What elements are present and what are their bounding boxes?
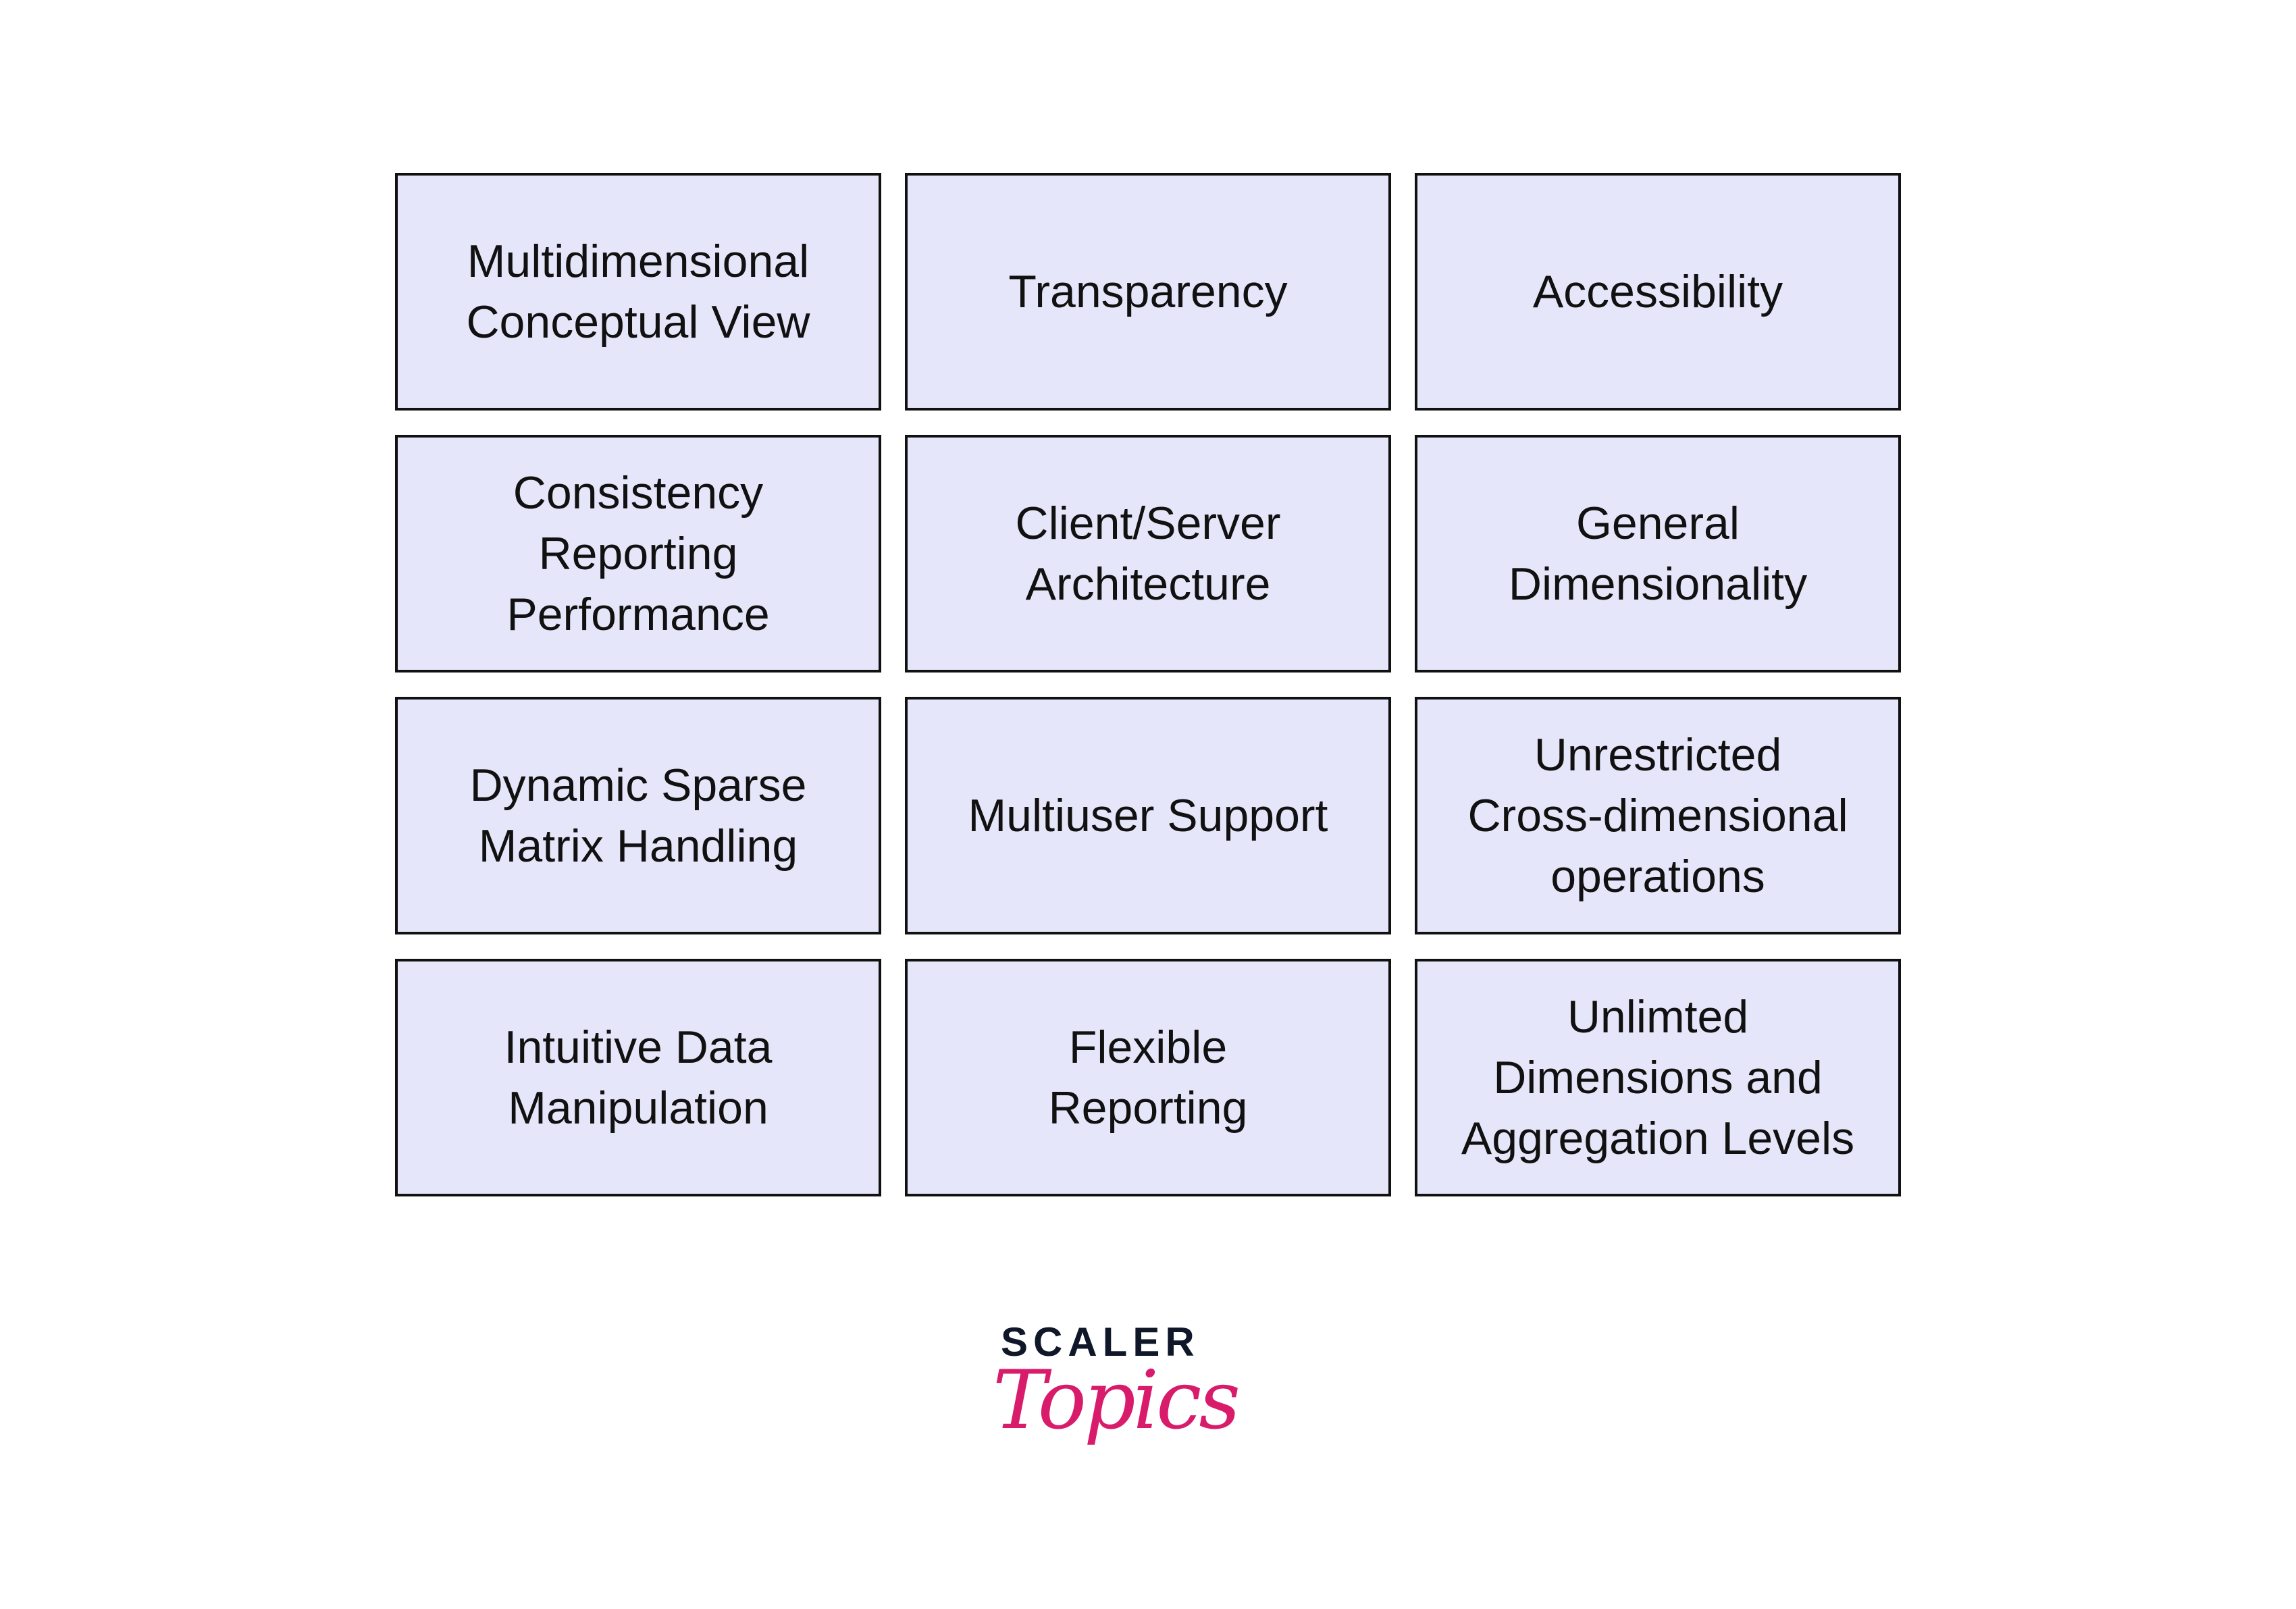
rule-box: Multiuser Support — [905, 697, 1391, 934]
rule-box: Client/Server Architecture — [905, 435, 1391, 672]
rule-box: Intuitive Data Manipulation — [395, 959, 881, 1196]
rule-box: Dynamic Sparse Matrix Handling — [395, 697, 881, 934]
rules-grid: Multidimensional Conceptual View Transpa… — [395, 173, 1901, 1196]
rule-box: Flexible Reporting — [905, 959, 1391, 1196]
rule-box: General Dimensionality — [1415, 435, 1901, 672]
rule-box: Multidimensional Conceptual View — [395, 173, 881, 411]
rule-box: Unrestricted Cross-dimensional operation… — [1415, 697, 1901, 934]
scaler-topics-logo: SCALER Topics — [986, 1313, 1241, 1489]
rule-box: Accessibility — [1415, 173, 1901, 411]
logo-scaler-text: SCALER — [1001, 1319, 1200, 1365]
rule-box: Unlimted Dimensions and Aggregation Leve… — [1415, 959, 1901, 1196]
rule-box: Consistency Reporting Performance — [395, 435, 881, 672]
logo-topics-text: Topics — [993, 1354, 1241, 1448]
rule-box: Transparency — [905, 173, 1391, 411]
